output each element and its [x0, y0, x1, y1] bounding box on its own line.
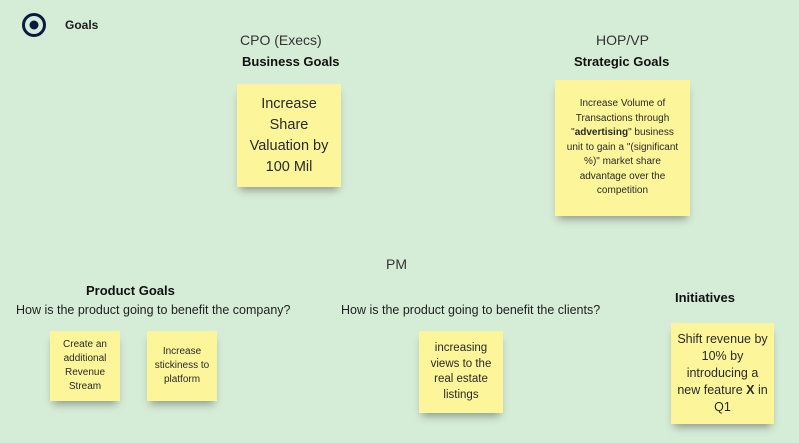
initiative-text-start: Shift revenue by 10% by introducing a ne… [677, 332, 768, 397]
strategic-goal-text: Increase Volume of Transactions through … [565, 97, 680, 199]
strategic-goal-text-end: " business unit to gain a "(significant … [566, 127, 679, 197]
cpo-heading: CPO (Execs) [240, 32, 322, 48]
company-benefit-question: How is the product going to benefit the … [16, 303, 291, 317]
stickiness-note[interactable]: Increase stickiness to platform [147, 331, 217, 401]
business-goal-text: Increase Share Valuation by 100 Mil [249, 95, 329, 175]
revenue-stream-text: Create an additional Revenue Stream [63, 339, 107, 392]
initiative-text-bold: X [746, 383, 755, 397]
business-goal-note[interactable]: Increase Share Valuation by 100 Mil [237, 84, 341, 187]
strategic-goals-title: Strategic Goals [574, 54, 670, 69]
strategic-goal-text-bold: advertising [574, 127, 629, 139]
hop-heading: HOP/VP [596, 32, 649, 48]
revenue-stream-note[interactable]: Create an additional Revenue Stream [50, 331, 120, 401]
initiatives-title: Initiatives [675, 290, 735, 305]
clients-benefit-question: How is the product going to benefit the … [341, 303, 601, 317]
strategic-goal-note[interactable]: Increase Volume of Transactions through … [555, 80, 690, 216]
initiative-text: Shift revenue by 10% by introducing a ne… [676, 331, 769, 416]
product-goals-title: Product Goals [86, 283, 175, 298]
stickiness-text: Increase stickiness to platform [154, 346, 210, 385]
app-title: Goals [65, 18, 99, 32]
views-note[interactable]: increasing views to the real estate list… [419, 331, 503, 413]
target-icon [22, 13, 46, 37]
pm-heading: PM [386, 256, 407, 272]
initiative-text-end: in Q1 [714, 383, 768, 414]
business-goals-title: Business Goals [242, 54, 340, 69]
views-text: increasing views to the real estate list… [430, 342, 492, 401]
initiative-note[interactable]: Shift revenue by 10% by introducing a ne… [671, 323, 774, 424]
strategic-goal-text-start: Increase Volume of Transactions through … [571, 98, 670, 139]
